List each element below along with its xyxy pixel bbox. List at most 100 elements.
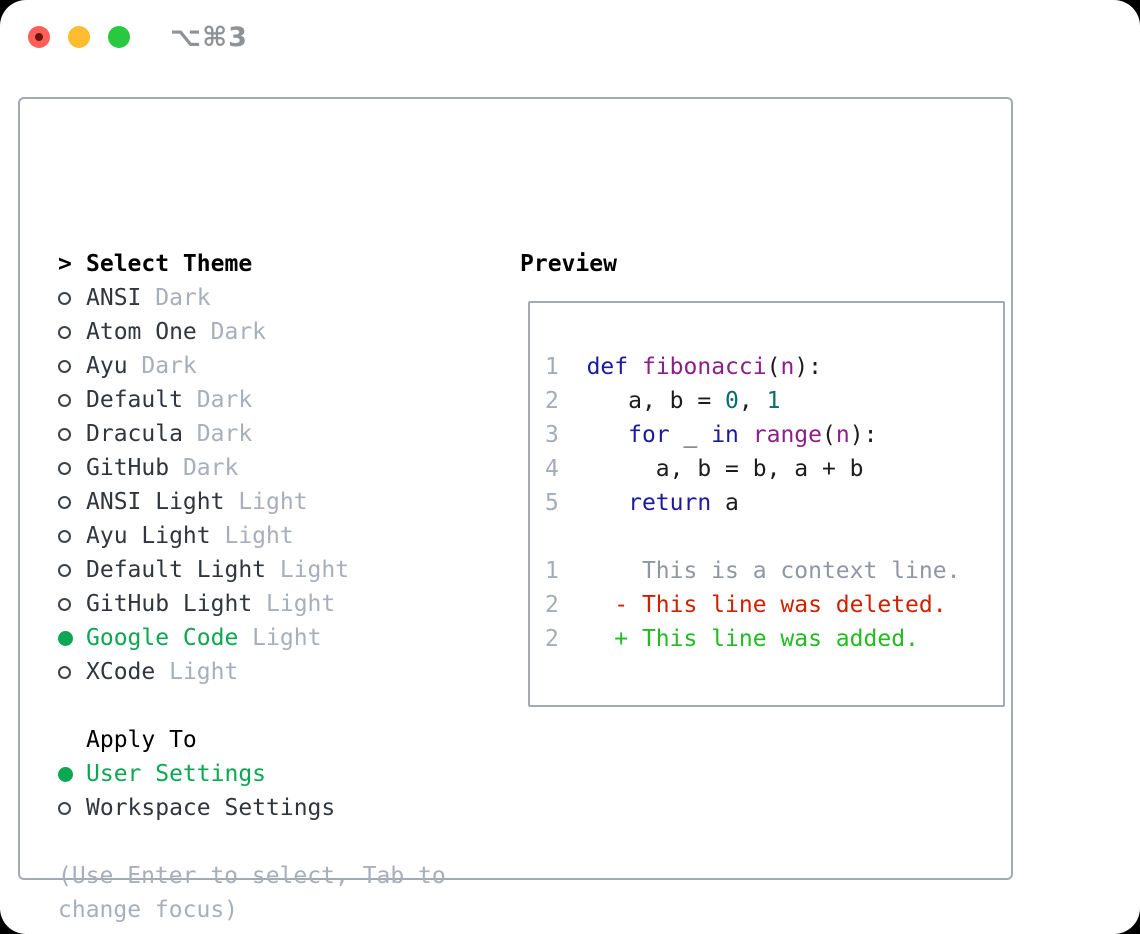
code-token: in (711, 422, 739, 448)
theme-option-default-light[interactable]: Default Light Light (58, 553, 498, 587)
line-number: 2 (545, 388, 559, 414)
radio-cell (58, 495, 86, 509)
radio-selected-icon (58, 630, 73, 646)
theme-option-dracula[interactable]: Dracula Dark (58, 417, 498, 451)
preview-line: 1 This is a context line. (545, 554, 1003, 588)
code-token: - This line was deleted. (558, 592, 947, 618)
theme-variant: Dark (141, 285, 211, 311)
theme-variant: Dark (196, 319, 267, 345)
cursor-marker-cell: > (58, 251, 86, 277)
theme-option-google-code[interactable]: Google Code Light (58, 621, 498, 655)
theme-option-ansi-light[interactable]: ANSI Light Light (58, 485, 498, 519)
theme-label: Default (86, 387, 183, 413)
line-number: 5 (545, 490, 559, 516)
code-token: ( (822, 422, 836, 448)
select-theme-header: > Select Theme (58, 247, 498, 281)
radio-cell (58, 291, 86, 305)
code-token (628, 354, 642, 380)
preview-header: Preview (520, 251, 617, 277)
radio-circle-icon (58, 597, 71, 611)
code-token: ( (766, 354, 781, 380)
theme-label: Google Code (86, 625, 239, 651)
radio-circle-icon (58, 495, 71, 509)
theme-variant: Light (210, 523, 294, 549)
code-token: + This line was added. (558, 626, 919, 652)
theme-option-default[interactable]: Default Dark (58, 383, 498, 417)
line-number: 2 (545, 592, 559, 618)
theme-option-ayu[interactable]: Ayu Dark (58, 349, 498, 383)
apply-label: Workspace Settings (86, 795, 336, 821)
code-token (739, 422, 753, 448)
theme-option-github-light[interactable]: GitHub Light Light (58, 587, 498, 621)
radio-cell (58, 766, 86, 782)
theme-option-xcode[interactable]: XCode Light (58, 655, 498, 689)
line-number: 4 (545, 456, 559, 482)
radio-cell (58, 359, 86, 373)
preview-line: 2 a, b = 0, 1 (545, 384, 1003, 418)
theme-label: ANSI (86, 285, 142, 311)
radio-selected-icon (58, 766, 73, 782)
theme-label: Ayu Light (86, 523, 211, 549)
minimize-button[interactable] (68, 26, 90, 48)
help-hint: (Use Enter to select, Tab to change focu… (58, 863, 446, 923)
cursor-arrow-icon: > (58, 251, 72, 277)
preview-line: 2 + This line was added. (545, 622, 1003, 656)
radio-cell (58, 461, 86, 475)
radio-cell (58, 563, 86, 577)
apply-label: User Settings (86, 761, 267, 787)
preview-line: 1 def fibonacci(n): (545, 350, 1003, 384)
radio-cell (58, 427, 86, 441)
code-token: def (586, 354, 629, 380)
theme-variant: Light (266, 557, 350, 583)
close-dot-icon (35, 33, 43, 41)
code-token: for (628, 422, 670, 448)
radio-cell (58, 665, 86, 679)
theme-option-ansi[interactable]: ANSI Dark (58, 281, 498, 315)
close-button[interactable] (28, 26, 50, 48)
radio-cell (58, 630, 86, 646)
code-token: range (752, 422, 823, 448)
theme-label: ANSI Light (86, 489, 225, 515)
theme-label: Default Light (86, 557, 267, 583)
theme-variant: Dark (182, 421, 253, 447)
radio-cell (58, 529, 86, 543)
theme-option-atom-one[interactable]: Atom One Dark (58, 315, 498, 349)
theme-variant: Dark (169, 455, 239, 481)
code-token: ): (849, 422, 878, 448)
theme-label: XCode (86, 659, 156, 685)
radio-circle-icon (58, 291, 71, 305)
radio-circle-icon (58, 325, 71, 339)
theme-option-github[interactable]: GitHub Dark (58, 451, 498, 485)
preview-line: 5 return a (545, 486, 1003, 520)
radio-cell (58, 325, 86, 339)
code-token (559, 490, 628, 516)
titlebar: ⌥⌘3 (0, 0, 1140, 74)
code-token (559, 354, 587, 380)
apply-to-title: Apply To (86, 727, 197, 753)
radio-cell (58, 393, 86, 407)
code-token: a (711, 490, 739, 516)
code-token: fibonacci (641, 354, 767, 380)
radio-circle-icon (58, 665, 71, 679)
radio-circle-icon (58, 393, 71, 407)
theme-variant: Light (238, 625, 322, 651)
preview-line: 4 a, b = b, a + b (545, 452, 1003, 486)
theme-option-ayu-light[interactable]: Ayu Light Light (58, 519, 498, 553)
radio-cell (58, 597, 86, 611)
maximize-button[interactable] (108, 26, 130, 48)
theme-label: GitHub Light (86, 591, 253, 617)
radio-circle-icon (58, 359, 71, 373)
code-token: return (628, 490, 712, 516)
line-number: 1 (545, 558, 559, 584)
theme-variant: Light (252, 591, 336, 617)
radio-circle-icon (58, 529, 71, 543)
radio-circle-icon (58, 563, 71, 577)
theme-variant: Dark (127, 353, 197, 379)
code-token: ): (794, 354, 823, 380)
apply-option-workspace-settings[interactable]: Workspace Settings (58, 791, 498, 825)
apply-option-user-settings[interactable]: User Settings (58, 757, 498, 791)
